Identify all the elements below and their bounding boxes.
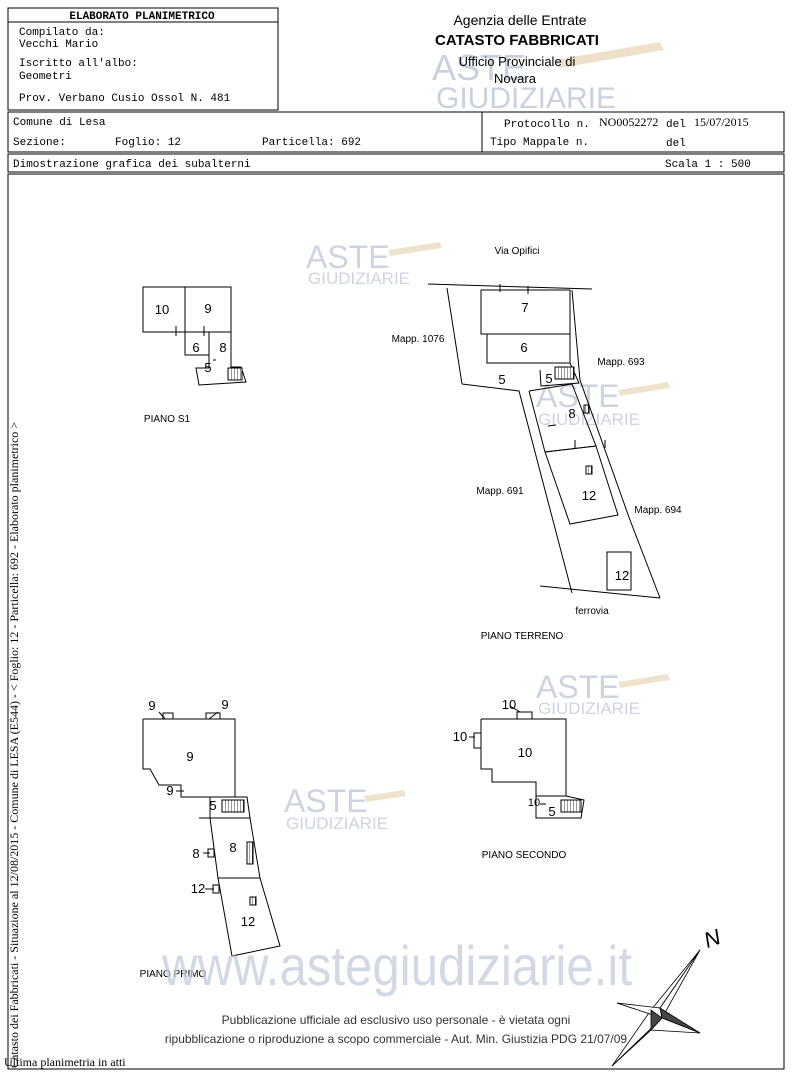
svg-text:ASTE: ASTE bbox=[306, 239, 390, 275]
primo-tag-9b: 9 bbox=[221, 697, 228, 712]
sheet-title: ELABORATO PLANIMETRICO bbox=[69, 11, 215, 23]
protocollo-value: NO0052272 bbox=[599, 115, 658, 129]
terreno-room-5b: 5 bbox=[545, 371, 552, 386]
plan-piano-s1-labels: 10 9 6 8 5 PIANO S1 bbox=[144, 301, 227, 425]
primo-tag-8: 8 bbox=[192, 846, 199, 861]
terreno-plan-label: PIANO TERRENO bbox=[481, 631, 564, 642]
watermark-4: ASTE GIUDIZIARIE bbox=[284, 783, 406, 833]
primo-room-9: 9 bbox=[186, 749, 193, 764]
watermark-1: ASTE GIUDIZIARIE bbox=[306, 239, 442, 288]
svg-text:GIUDIZIARIE: GIUDIZIARIE bbox=[538, 699, 640, 718]
terreno-mapp-693: Mapp. 693 bbox=[597, 357, 645, 368]
iscritto-label: Iscritto all'albo: bbox=[19, 58, 138, 70]
dimostrazione: Dimostrazione grafica dei subalterni bbox=[13, 159, 251, 171]
ufficio-line: Ufficio Provinciale di bbox=[459, 54, 576, 69]
north-label: N bbox=[700, 924, 724, 953]
secondo-room-10: 10 bbox=[518, 745, 532, 760]
footer: Pubblicazione ufficiale ad esclusivo uso… bbox=[165, 1013, 628, 1046]
primo-tag-9a: 9 bbox=[148, 698, 155, 713]
comune: Comune di Lesa bbox=[13, 117, 106, 129]
plan-piano-s1 bbox=[142, 286, 247, 386]
terreno-room-8: 8 bbox=[568, 406, 575, 421]
compilato-label: Compilato da: bbox=[19, 27, 105, 39]
protocollo-del-label: del bbox=[666, 119, 686, 131]
plan-piano-secondo bbox=[469, 705, 585, 819]
north-arrow-icon bbox=[611, 949, 701, 1067]
terreno-ferrovia: ferrovia bbox=[575, 606, 609, 617]
svg-text:ASTE: ASTE bbox=[432, 47, 526, 88]
terreno-room-12: 12 bbox=[582, 488, 596, 503]
watermark-3: ASTE GIUDIZIARIE bbox=[536, 669, 670, 718]
catasto-title: CATASTO FABBRICATI bbox=[435, 32, 599, 49]
primo-plan-label: PIANO PRIMO bbox=[140, 969, 207, 980]
plan-piano-terreno-labels: Via Opifici 7 6 5 5 8 12 12 Mapp. 1076 M… bbox=[392, 246, 682, 642]
watermark-header: ASTE GIUDIZIARIE bbox=[432, 42, 664, 115]
s1-room-10: 10 bbox=[155, 302, 169, 317]
terreno-room-5: 5 bbox=[498, 372, 505, 387]
svg-text:GIUDIZIARIE: GIUDIZIARIE bbox=[538, 410, 640, 429]
primo-room-8: 8 bbox=[229, 840, 236, 855]
svg-text:GIUDIZIARIE: GIUDIZIARIE bbox=[286, 814, 388, 833]
protocollo-date: 15/07/2015 bbox=[694, 115, 749, 129]
s1-room-6: 6 bbox=[192, 340, 199, 355]
header-left: ELABORATO PLANIMETRICO Compilato da: Vec… bbox=[19, 11, 231, 105]
terreno-room-7: 7 bbox=[521, 300, 528, 315]
tipo-del-label: del bbox=[666, 138, 686, 150]
s1-room-9: 9 bbox=[204, 301, 211, 316]
prov-number: Prov. Verbano Cusio Ossol N. 481 bbox=[19, 93, 231, 105]
ultima-planimetria: Ultima planimetria in atti bbox=[4, 1055, 126, 1069]
secondo-plan-label: PIANO SECONDO bbox=[482, 850, 567, 861]
primo-tag-12: 12 bbox=[191, 881, 205, 896]
plan-piano-secondo-labels: 10 10 10 10 5 PIANO SECONDO bbox=[453, 697, 567, 861]
compilato-value: Vecchi Mario bbox=[19, 39, 98, 51]
terreno-via-opifici: Via Opifici bbox=[495, 246, 540, 257]
svg-text:GIUDIZIARIE: GIUDIZIARIE bbox=[436, 82, 616, 115]
plan-piano-primo bbox=[142, 711, 281, 957]
watermark-2: ASTE GIUDIZIARIE bbox=[536, 378, 670, 429]
svg-text:ASTE: ASTE bbox=[536, 669, 620, 705]
header-block bbox=[7, 7, 785, 1070]
terreno-mapp-1076: Mapp. 1076 bbox=[392, 334, 445, 345]
ufficio-city: Novara bbox=[494, 71, 537, 86]
tipo-mappale-label: Tipo Mappale n. bbox=[490, 137, 589, 149]
header-right: Agenzia delle Entrate CATASTO FABBRICATI… bbox=[435, 12, 599, 86]
s1-room-8: 8 bbox=[219, 340, 226, 355]
side-reference-text: Catasto dei Fabbricati - Situazione al 1… bbox=[7, 422, 21, 1068]
site-watermark: www.astegiudiziarie.it bbox=[161, 934, 632, 997]
plan-piano-terreno bbox=[427, 283, 661, 599]
protocollo-label: Protocollo n. bbox=[504, 119, 590, 131]
agency-name: Agenzia delle Entrate bbox=[453, 12, 586, 28]
particella: Particella: 692 bbox=[262, 137, 361, 149]
primo-room-12: 12 bbox=[241, 914, 255, 929]
sezione-label: Sezione: bbox=[13, 137, 66, 149]
secondo-tag-10b: 10 bbox=[453, 729, 467, 744]
svg-text:ASTE: ASTE bbox=[536, 378, 620, 414]
primo-room-5: 5 bbox=[209, 798, 216, 813]
secondo-tag-10a: 10 bbox=[502, 697, 516, 712]
terreno-room-12b: 12 bbox=[615, 568, 629, 583]
terreno-mapp-691: Mapp. 691 bbox=[476, 486, 524, 497]
secondo-room-5: 5 bbox=[548, 804, 555, 819]
terreno-mapp-694: Mapp. 694 bbox=[634, 505, 682, 516]
iscritto-value: Geometri bbox=[19, 71, 72, 83]
s1-room-5: 5 bbox=[204, 360, 211, 375]
footer-notice-2: ripubblicazione o riproduzione a scopo c… bbox=[165, 1032, 628, 1046]
terreno-room-6: 6 bbox=[520, 340, 527, 355]
info-rows: Comune di Lesa Sezione: Foglio: 12 Parti… bbox=[13, 115, 751, 171]
svg-text:GIUDIZIARIE: GIUDIZIARIE bbox=[308, 269, 410, 288]
svg-text:ASTE: ASTE bbox=[284, 783, 368, 819]
foglio: Foglio: 12 bbox=[115, 137, 181, 149]
s1-plan-label: PIANO S1 bbox=[144, 414, 191, 425]
footer-notice-1: Pubblicazione ufficiale ad esclusivo uso… bbox=[222, 1013, 571, 1027]
primo-tag-9c: 9 bbox=[166, 783, 173, 798]
secondo-tag-10c: 10 bbox=[528, 797, 540, 809]
scala: Scala 1 : 500 bbox=[665, 159, 751, 171]
plan-piano-primo-labels: 9 9 9 9 5 8 8 12 12 PIANO PRIMO bbox=[140, 697, 256, 980]
